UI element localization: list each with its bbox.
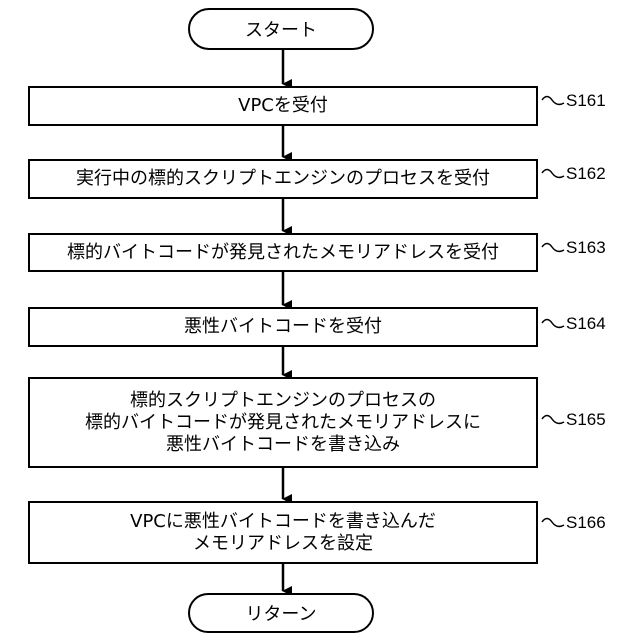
step-label-s164: S164 xyxy=(566,314,606,334)
step-text-s162: 実行中の標的スクリプトエンジンのプロセスを受付 xyxy=(76,168,490,190)
leader-s162 xyxy=(542,170,564,178)
step-text-s166: VPCに悪性バイトコードを書き込んだ メモリアドレスを設定 xyxy=(130,511,436,555)
step-box-s166: VPCに悪性バイトコードを書き込んだ メモリアドレスを設定 xyxy=(28,501,538,564)
step-text-s165: 標的スクリプトエンジンのプロセスの 標的バイトコードが発見されたメモリアドレスに… xyxy=(85,390,481,456)
step-text-s163: 標的バイトコードが発見されたメモリアドレスを受付 xyxy=(67,242,499,264)
step-label-s163: S163 xyxy=(566,238,606,258)
step-box-s161: VPCを受付 xyxy=(28,86,538,126)
step-box-s165: 標的スクリプトエンジンのプロセスの 標的バイトコードが発見されたメモリアドレスに… xyxy=(28,377,538,468)
step-label-s165: S165 xyxy=(566,410,606,430)
start-terminal: スタート xyxy=(188,8,374,50)
leader-s163 xyxy=(542,244,564,252)
leader-s165 xyxy=(542,416,564,424)
leader-s161 xyxy=(542,97,564,105)
step-box-s163: 標的バイトコードが発見されたメモリアドレスを受付 xyxy=(28,233,538,272)
step-text-s161: VPCを受付 xyxy=(238,95,328,117)
step-text-s164: 悪性バイトコードを受付 xyxy=(184,316,382,338)
step-box-s164: 悪性バイトコードを受付 xyxy=(28,307,538,347)
step-label-s162: S162 xyxy=(566,164,606,184)
end-terminal: リターン xyxy=(188,593,374,633)
leader-s164 xyxy=(542,320,564,328)
step-box-s162: 実行中の標的スクリプトエンジンのプロセスを受付 xyxy=(28,159,538,199)
step-label-s166: S166 xyxy=(566,513,606,533)
leader-s166 xyxy=(542,519,564,527)
step-label-s161: S161 xyxy=(566,91,606,111)
